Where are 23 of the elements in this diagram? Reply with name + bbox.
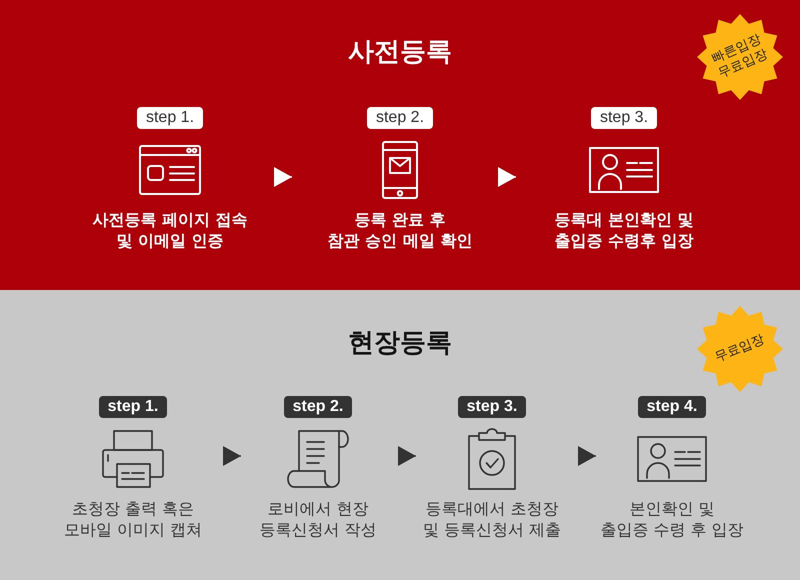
step-description: 등록 완료 후 참관 승인 메일 확인 <box>326 209 474 251</box>
step-badge: step 3. <box>590 107 658 129</box>
step-description: 본인확인 및 출입증 수령 후 입장 <box>599 498 745 540</box>
step-description: 초청장 출력 혹은 모바일 이미지 캡쳐 <box>62 498 204 540</box>
step-description: 로비에서 현장 등록신청서 작성 <box>258 498 378 540</box>
step-description: 사전등록 페이지 접속 및 이메일 인증 <box>91 209 249 251</box>
section-panel <box>0 290 800 580</box>
arrow <box>398 446 416 466</box>
step-badge: step 2. <box>366 107 434 129</box>
arrow <box>223 446 241 466</box>
step-badge: step 2. <box>284 396 352 418</box>
step-badge: step 1. <box>136 107 204 129</box>
arrow <box>498 167 516 187</box>
arrow <box>578 446 596 466</box>
step-badge: step 1. <box>98 396 168 418</box>
step-badge: step 4. <box>638 396 706 418</box>
arrow <box>274 167 292 187</box>
section-panel <box>0 0 800 290</box>
section-title: 사전등록 <box>348 37 452 67</box>
step-description: 등록대 본인확인 및 출입증 수령후 입장 <box>553 209 695 251</box>
step-badge: step 3. <box>458 396 526 418</box>
section-title: 현장등록 <box>348 328 452 358</box>
step-description: 등록대에서 초청장 및 등록신청서 제출 <box>422 498 562 540</box>
